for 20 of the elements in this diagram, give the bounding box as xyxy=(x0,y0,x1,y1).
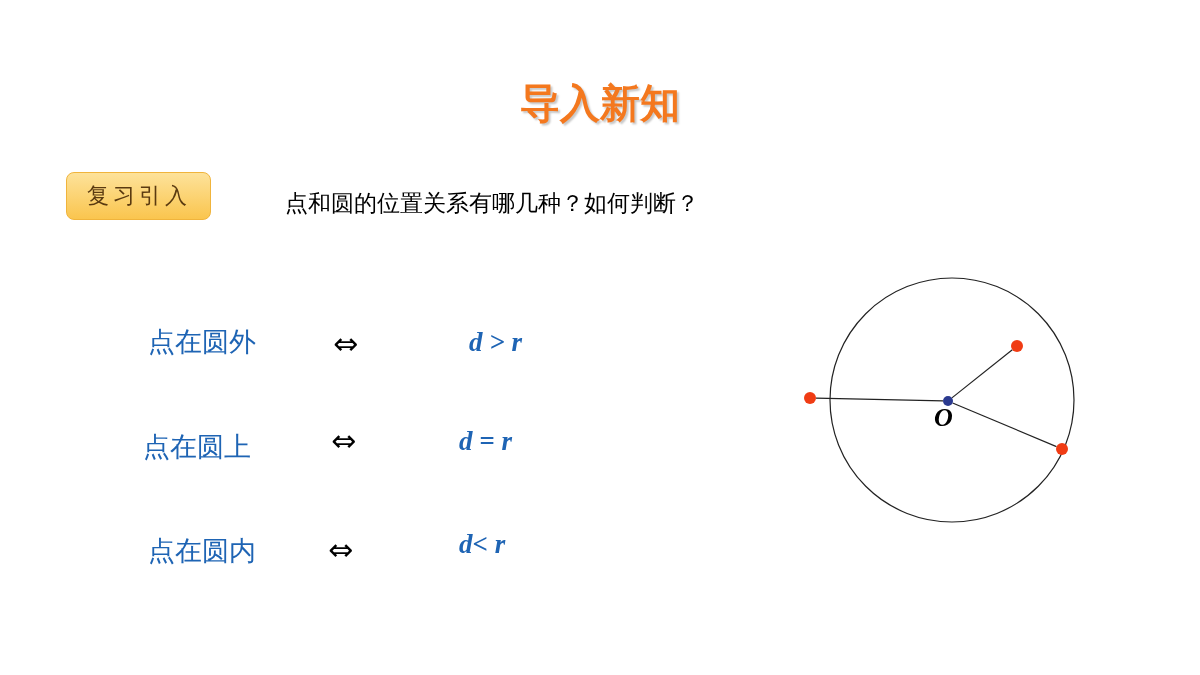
condition-text: 点在圆上 xyxy=(143,431,251,464)
point-dot xyxy=(1011,340,1023,352)
section-badge: 复习引入 xyxy=(66,172,211,220)
relation-formula: d = r xyxy=(459,425,512,458)
relation-formula: d< r xyxy=(459,528,506,561)
equivalence-symbol: ⇔ xyxy=(328,532,354,568)
radius-line xyxy=(952,402,1058,448)
condition-text: 点在圆内 xyxy=(148,535,256,568)
title: 导入新知 xyxy=(519,79,681,128)
point-dot xyxy=(804,392,816,404)
relation-formula: d > r xyxy=(469,326,522,359)
equivalence-symbol: ⇔ xyxy=(331,423,357,459)
condition-text: 点在圆外 xyxy=(148,326,256,359)
center-point xyxy=(943,396,953,406)
point-dot xyxy=(1056,443,1068,455)
radius-line xyxy=(951,349,1013,399)
question-text: 点和圆的位置关系有哪几种？如何判断？ xyxy=(285,190,699,218)
equivalence-symbol: ⇔ xyxy=(333,326,359,362)
radius-line xyxy=(815,397,944,402)
point-label: O xyxy=(934,404,953,432)
